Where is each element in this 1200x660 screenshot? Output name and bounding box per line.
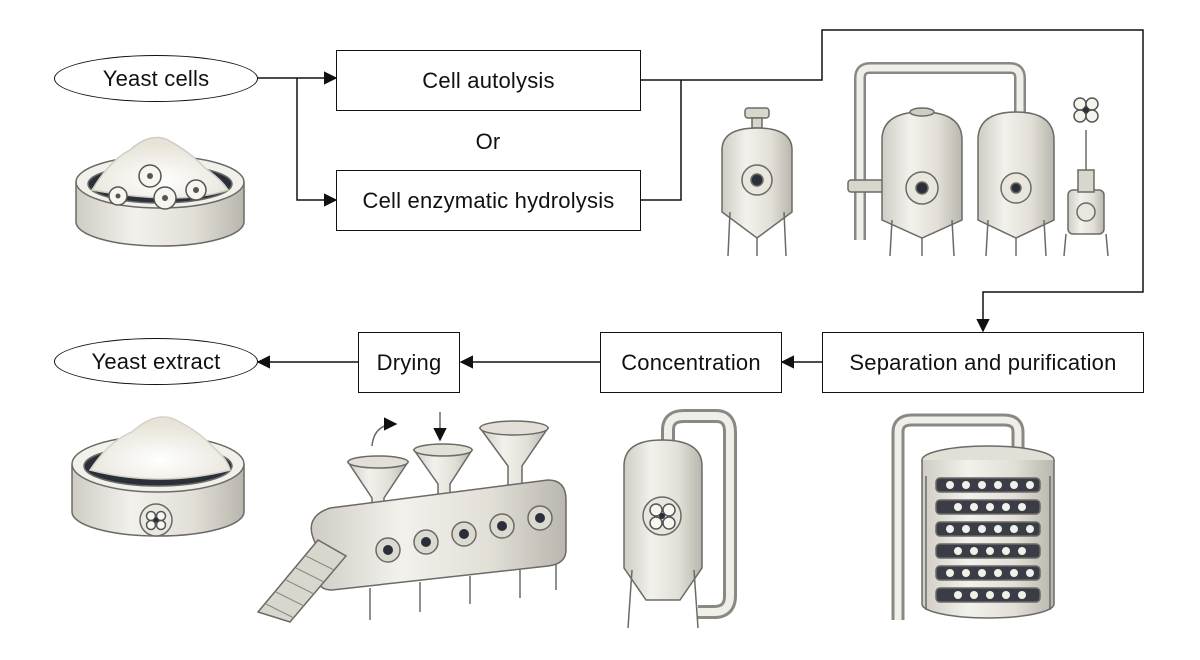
fermentation-tanks-icon: [721, 62, 1109, 257]
node-or-label: Or: [475, 129, 501, 154]
evaporator-tank-icon: [623, 409, 737, 629]
yeast-cells-dish-icon: [75, 136, 245, 247]
node-yeast-extract: Yeast extract: [54, 338, 258, 385]
merge-hydrolysis-line: [641, 80, 682, 201]
node-cell-enzymatic-hydrolysis: Cell enzymatic hydrolysis: [336, 170, 641, 231]
node-drying: Drying: [358, 332, 460, 393]
route-to-separation: [681, 29, 1144, 333]
node-cell-autolysis: Cell autolysis: [336, 50, 641, 111]
node-concentration: Concentration: [600, 332, 782, 393]
filtration-column-icon: [891, 413, 1055, 620]
node-separation-and-purification: Separation and purification: [822, 332, 1144, 393]
connectors: [256, 29, 1144, 369]
branch-yeast-to-hydrolysis: [296, 78, 338, 207]
drying-conveyor-icon: [256, 412, 567, 623]
node-yeast-cells: Yeast cells: [54, 55, 258, 102]
yeast-extract-powder-icon: [71, 416, 245, 537]
